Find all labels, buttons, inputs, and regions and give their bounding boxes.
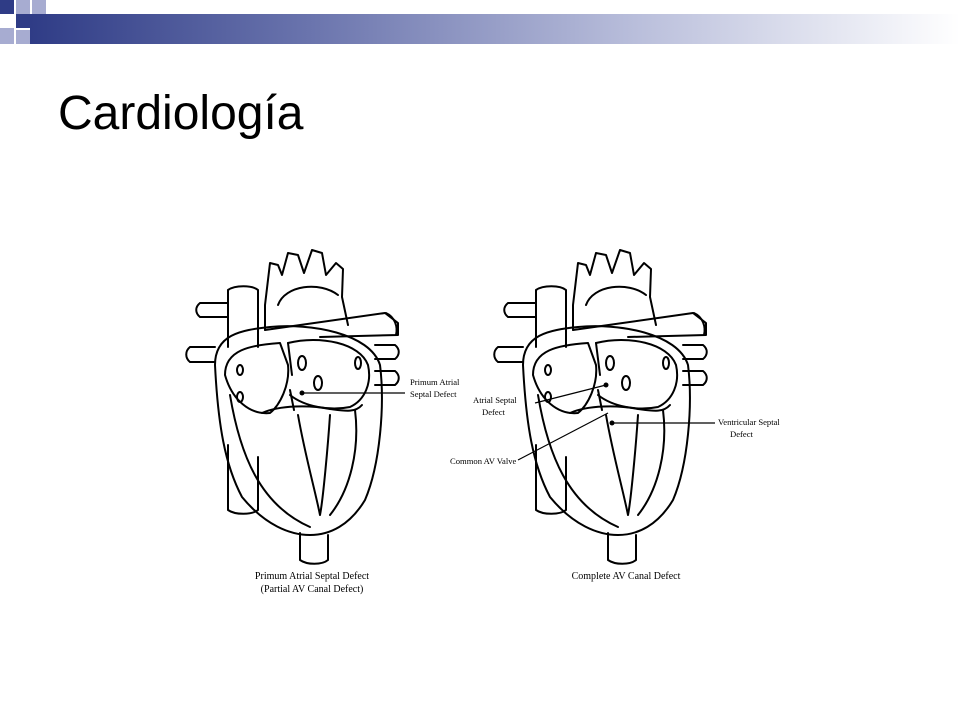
decor-square xyxy=(0,0,14,14)
label-primum-asd-line1: Primum Atrial xyxy=(410,377,460,387)
av-canal-diagram: Primum Atrial Septal Defect Primum Atria… xyxy=(185,249,780,595)
pointer-line-av-valve xyxy=(517,412,609,461)
pointer-line-asd xyxy=(534,384,607,404)
decor-square xyxy=(16,30,30,44)
slide-title: Cardiología xyxy=(58,87,304,140)
heart-drawing-right: Atrial Septal Defect Common AV Valve Ven… xyxy=(450,249,780,582)
heart-drawing-left: Primum Atrial Septal Defect Primum Atria… xyxy=(185,249,460,595)
header-decoration xyxy=(0,0,960,60)
decor-square xyxy=(0,28,14,44)
label-asd-line2: Defect xyxy=(482,407,506,417)
caption-right: Complete AV Canal Defect xyxy=(572,571,681,582)
label-primum-asd-line2: Septal Defect xyxy=(410,389,457,399)
decor-square xyxy=(32,0,46,14)
label-common-av-valve: Common AV Valve xyxy=(450,456,517,466)
decor-square xyxy=(16,0,30,14)
caption-left-line2: (Partial AV Canal Defect) xyxy=(261,584,364,595)
label-vsd-line1: Ventricular Septal xyxy=(718,417,780,427)
decor-square xyxy=(16,14,30,28)
label-vsd-line2: Defect xyxy=(730,429,754,439)
caption-left-line1: Primum Atrial Septal Defect xyxy=(255,571,369,582)
label-asd-line1: Atrial Septal xyxy=(473,395,517,405)
header-gradient-bar xyxy=(30,14,960,44)
